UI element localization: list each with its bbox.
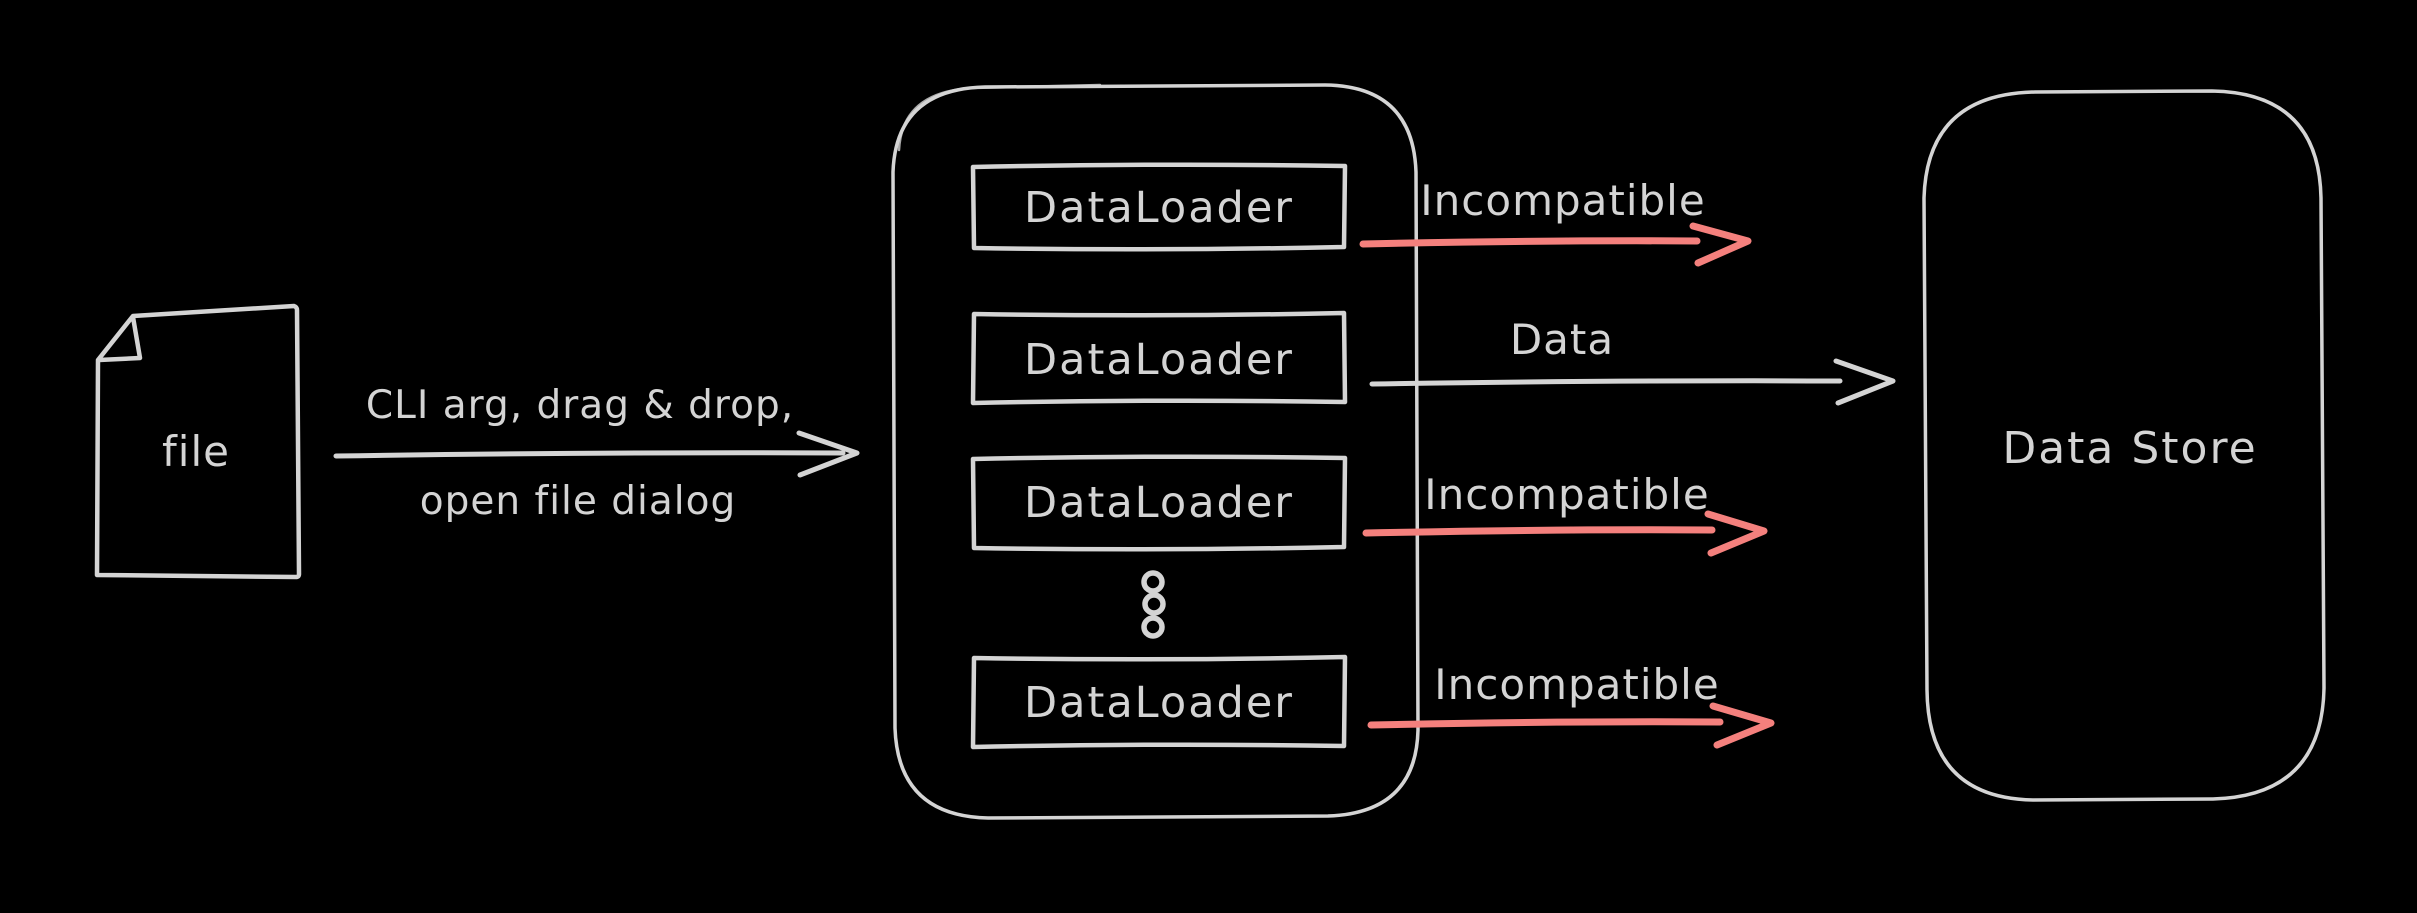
output-arrow-data: Data [1369,315,1896,406]
output-arrow-incompatible: Incompatible [1362,470,1768,557]
output-arrow-incompatible: Incompatible [1359,176,1752,267]
output-arrow-label: Incompatible [1420,176,1705,225]
dataloader-box-border [970,654,1348,750]
data-store-node: Data Store [1922,89,2326,802]
document-fold-icon [96,314,143,363]
vertical-ellipsis-icon [1141,570,1166,639]
output-arrow-incompatible: Incompatible [1367,660,1775,749]
file-node: file [94,303,302,580]
file-label: file [162,427,230,476]
output-arrows: Incompatible Data Incompatible Incompati… [1359,176,1896,749]
output-arrow-label: Incompatible [1424,470,1709,519]
dataloader-box-border [970,162,1348,252]
data-store-border [1922,89,2326,802]
output-arrow-line [1369,358,1896,406]
output-arrow-line [1362,510,1768,557]
output-arrow-line [1367,702,1775,749]
document-folded-corner-icon [94,303,302,580]
dataloader-label: DataLoader [1024,183,1294,233]
input-arrow: CLI arg, drag & drop, open file dialog [333,383,860,524]
loader-container: DataLoader DataLoader DataLoader DataLoa… [891,83,1420,820]
dataloader-box: DataLoader [970,454,1348,552]
input-arrow-line [333,430,860,478]
output-arrow-label: Data [1510,315,1614,364]
data-store-label: Data Store [2002,423,2257,474]
dataloader-label: DataLoader [1024,478,1294,528]
dataloader-box-border [970,454,1348,552]
input-arrow-label-bottom: open file dialog [420,479,736,524]
loader-container-sketch-stroke [897,83,1102,152]
dataloader-label: DataLoader [1024,335,1294,385]
dataloader-box: DataLoader [970,162,1348,252]
input-arrow-label-top: CLI arg, drag & drop, [366,383,794,428]
output-arrow-line [1359,222,1752,267]
dataloader-label: DataLoader [1024,678,1294,728]
dataloader-box: DataLoader [970,310,1348,406]
output-arrow-label: Incompatible [1434,660,1719,709]
dataloader-box-border [970,310,1348,406]
dataloader-box: DataLoader [970,654,1348,750]
